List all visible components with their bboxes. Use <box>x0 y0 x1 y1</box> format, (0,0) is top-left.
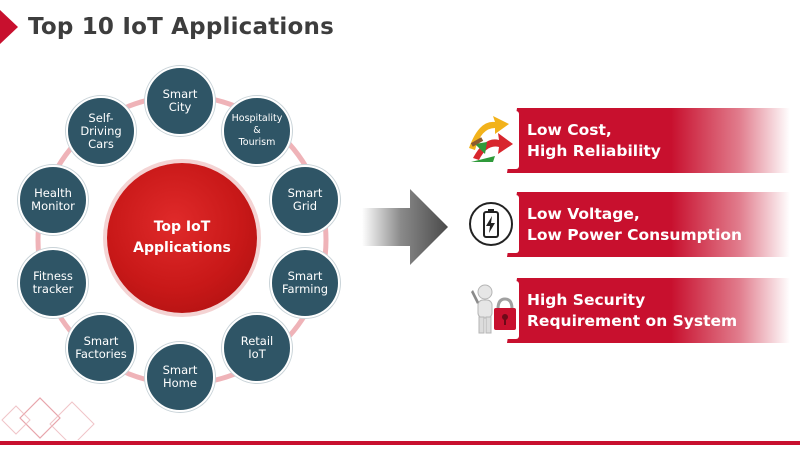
node-label: Smart Factories <box>75 334 127 361</box>
node-self-driving-cars: Self- Driving Cars <box>66 96 136 166</box>
feature-label: High Security Requirement on System <box>527 290 738 330</box>
security-lock-figure-icon <box>463 281 519 339</box>
node-label: Smart Home <box>162 363 198 390</box>
right-arrow-icon <box>362 189 448 265</box>
node-label: Retail IoT <box>240 334 274 361</box>
title-marker <box>0 10 18 44</box>
center-hub: Top IoT Applications <box>107 163 257 313</box>
feature-band <box>507 108 790 173</box>
feature-band <box>507 192 790 257</box>
node-smart-factories: Smart Factories <box>66 313 136 383</box>
node-fitness-tracker: Fitness tracker <box>18 248 88 318</box>
feature-low-voltage: Low Voltage, Low Power Consumption <box>463 192 790 257</box>
trend-arrows-icon <box>463 111 519 169</box>
decorative-diamonds <box>1 397 95 440</box>
node-label: Hospitality & Tourism <box>231 113 283 148</box>
node-label: Smart Farming <box>281 269 329 296</box>
node-smart-home: Smart Home <box>145 342 215 412</box>
node-retail-iot: Retail IoT <box>222 313 292 383</box>
feature-low-cost: Low Cost, High Reliability <box>463 108 790 173</box>
node-hospitality-tourism: Hospitality & Tourism <box>222 96 292 166</box>
node-label: Smart City <box>162 87 198 114</box>
battery-icon <box>463 195 519 253</box>
bottom-accent-line <box>0 441 800 445</box>
node-label: Smart Grid <box>287 186 323 213</box>
node-smart-city: Smart City <box>145 66 215 136</box>
node-label: Self- Driving Cars <box>80 110 122 151</box>
feature-label: Low Voltage, Low Power Consumption <box>527 204 743 244</box>
center-label: Top IoT Applications <box>133 219 231 256</box>
feature-band <box>507 278 790 343</box>
feature-high-security: High Security Requirement on System <box>463 278 790 343</box>
node-health-monitor: Health Monitor <box>18 165 88 235</box>
node-smart-grid: Smart Grid <box>270 165 340 235</box>
node-smart-farming: Smart Farming <box>270 248 340 318</box>
page-title: Top 10 IoT Applications <box>28 14 334 40</box>
feature-label: Low Cost, High Reliability <box>527 120 661 160</box>
node-label: Fitness tracker <box>32 269 74 296</box>
node-label: Health Monitor <box>31 186 75 213</box>
